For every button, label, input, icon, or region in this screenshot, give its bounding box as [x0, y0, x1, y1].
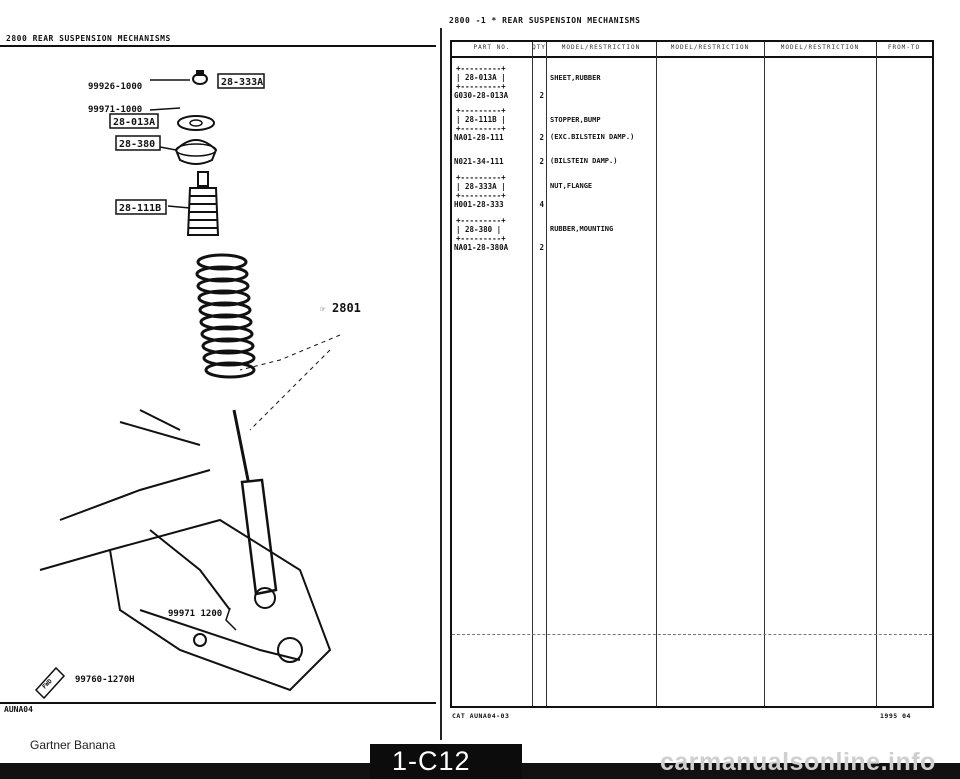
- lower-arm-part: [39, 409, 332, 692]
- header-part-no: PART NO.: [473, 44, 511, 51]
- leader-line: [239, 334, 341, 431]
- parts-table: PART NO. QTY MODEL/RESTRICTION MODEL/RES…: [450, 40, 934, 708]
- table-row: +---------+: [456, 124, 506, 133]
- site-watermark: carmanualsonline.info: [660, 748, 936, 776]
- svg-text:28-380: 28-380: [119, 139, 155, 150]
- callout-99971-1200: 99971 1200: [168, 609, 222, 619]
- table-row: +---------+: [456, 64, 506, 73]
- callout-99760-1270h: 99760-1270H: [75, 675, 135, 685]
- header-model-3: MODEL/RESTRICTION: [780, 44, 860, 51]
- ref-prefix: ☞: [320, 305, 326, 315]
- svg-text:28-013A: 28-013A: [113, 117, 155, 128]
- table-row: +---------+: [456, 191, 506, 200]
- part-number: NA01-28-111: [454, 133, 504, 142]
- page-number-bar: [370, 744, 522, 779]
- title-rule: [0, 45, 436, 47]
- part-number: H001-28-333: [454, 200, 504, 209]
- shock-absorber-part: [232, 409, 278, 609]
- header-from-to: FROM-TO: [887, 44, 921, 51]
- quantity: 2: [539, 157, 544, 166]
- description: STOPPER,BUMP: [550, 116, 601, 124]
- table-row: +---------+: [456, 173, 506, 182]
- col-divider: [764, 42, 765, 706]
- svg-text:28-333A: 28-333A: [221, 77, 263, 88]
- row-box-label: | 28-013A |: [456, 73, 506, 82]
- suspension-diagram: 99926-1000 99971-1000 99971 1200 99760-1…: [34, 70, 361, 700]
- row-box-label: | 28-333A |: [456, 182, 506, 191]
- description: NUT,FLANGE: [550, 182, 593, 190]
- coil-spring-part: [195, 253, 256, 379]
- watermark: Gartner Banana: [30, 738, 116, 752]
- catalog-code: CAT AUNA04-03: [452, 712, 510, 720]
- quantity: 2: [539, 91, 544, 100]
- col-divider: [532, 42, 533, 706]
- table-row: +---------+: [456, 82, 506, 91]
- callout-leaders: [149, 79, 237, 631]
- catalog-date: 1995 04: [880, 712, 911, 720]
- left-page-title: 2800 REAR SUSPENSION MECHANISMS: [6, 34, 171, 43]
- description: (BILSTEIN DAMP.): [550, 157, 618, 165]
- forward-arrow-icon: FWD: [34, 666, 66, 700]
- page-divider: [440, 28, 442, 740]
- description: SHEET,RUBBER: [550, 74, 601, 82]
- col-divider: [876, 42, 877, 706]
- table-row: +---------+: [456, 106, 506, 115]
- row-box-label: | 28-380 |: [456, 225, 502, 234]
- right-page-title: 2800 -1 * REAR SUSPENSION MECHANISMS: [449, 16, 641, 25]
- footer-rule: [0, 702, 436, 704]
- header-qty: QTY: [532, 44, 546, 51]
- quantity: 2: [539, 133, 544, 142]
- illustration-code: AUNA04: [4, 705, 33, 714]
- rubber-sheet-part: [177, 115, 215, 131]
- callout-99971-1000: 99971-1000: [88, 105, 142, 115]
- reference-2801: 2801: [332, 301, 361, 315]
- description: RUBBER,MOUNTING: [550, 225, 614, 233]
- part-number: G030-28-013A: [454, 91, 509, 100]
- flange-nut-part: [192, 70, 208, 85]
- box-28-380: 28-380: [115, 135, 161, 151]
- row-box-label: | 28-111B |: [456, 115, 506, 124]
- description-restriction: (EXC.BILSTEIN DAMP.): [550, 133, 635, 141]
- header-model-1: MODEL/RESTRICTION: [561, 44, 641, 51]
- bump-stopper-part: [186, 171, 220, 236]
- svg-text:28-111B: 28-111B: [119, 203, 161, 214]
- part-number: NA01-28-380A: [454, 243, 509, 252]
- header-model-2: MODEL/RESTRICTION: [670, 44, 750, 51]
- quantity: 2: [539, 243, 544, 252]
- table-dashed-rule: [452, 634, 932, 635]
- quantity: 4: [539, 200, 544, 209]
- page-number: 1-C12: [392, 746, 471, 776]
- col-divider: [546, 42, 547, 706]
- table-header: PART NO. QTY MODEL/RESTRICTION MODEL/RES…: [452, 42, 932, 58]
- box-28-111b: 28-111B: [115, 199, 167, 215]
- box-28-333a: 28-333A: [217, 73, 265, 89]
- mounting-rubber-part: [174, 139, 218, 165]
- part-number: N021-34-111: [454, 157, 504, 166]
- box-28-013a: 28-013A: [109, 113, 159, 129]
- callout-99926-1000: 99926-1000: [88, 82, 142, 92]
- table-row: +---------+: [456, 234, 506, 243]
- col-divider: [656, 42, 657, 706]
- table-row: +---------+: [456, 216, 506, 225]
